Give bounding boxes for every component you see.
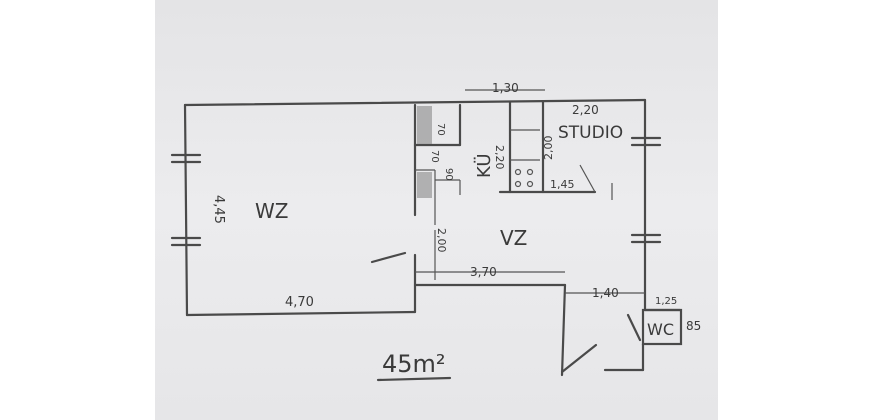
dim-wc-width: 1,25 — [655, 296, 677, 307]
dim-living-width: 4,70 — [285, 295, 314, 310]
dim-studio-top: 2,20 — [572, 103, 599, 117]
room-label-wc: WC — [647, 320, 674, 339]
paper-sheet — [155, 0, 718, 420]
dim-kitchen-height: 2,20 — [493, 145, 506, 170]
dim-hall-width: 3,70 — [470, 265, 497, 279]
dim-wc-depth: 85 — [686, 319, 701, 333]
dim-kitchen-unit-width: 1,45 — [550, 178, 575, 191]
dim-kitchen-top: 1,30 — [492, 81, 519, 95]
dim-cabinet: 90 — [443, 168, 454, 181]
dim-kitchen-unit-height: 2,00 — [542, 136, 555, 161]
area-total: 45m² — [382, 350, 446, 378]
dim-living-height: 4,45 — [211, 195, 226, 224]
dim-fridge-1: 70 — [435, 123, 446, 136]
dim-corridor-width: 1,40 — [592, 286, 619, 300]
dim-fridge-2: 70 — [429, 150, 440, 163]
room-label-living: WZ — [255, 199, 288, 223]
room-label-hall: VZ — [500, 226, 527, 250]
room-label-kitchen: KÜ — [473, 154, 495, 179]
room-label-studio: STUDIO — [558, 123, 623, 143]
walls — [170, 89, 683, 377]
dim-hall-opening: 2,00 — [435, 228, 448, 253]
